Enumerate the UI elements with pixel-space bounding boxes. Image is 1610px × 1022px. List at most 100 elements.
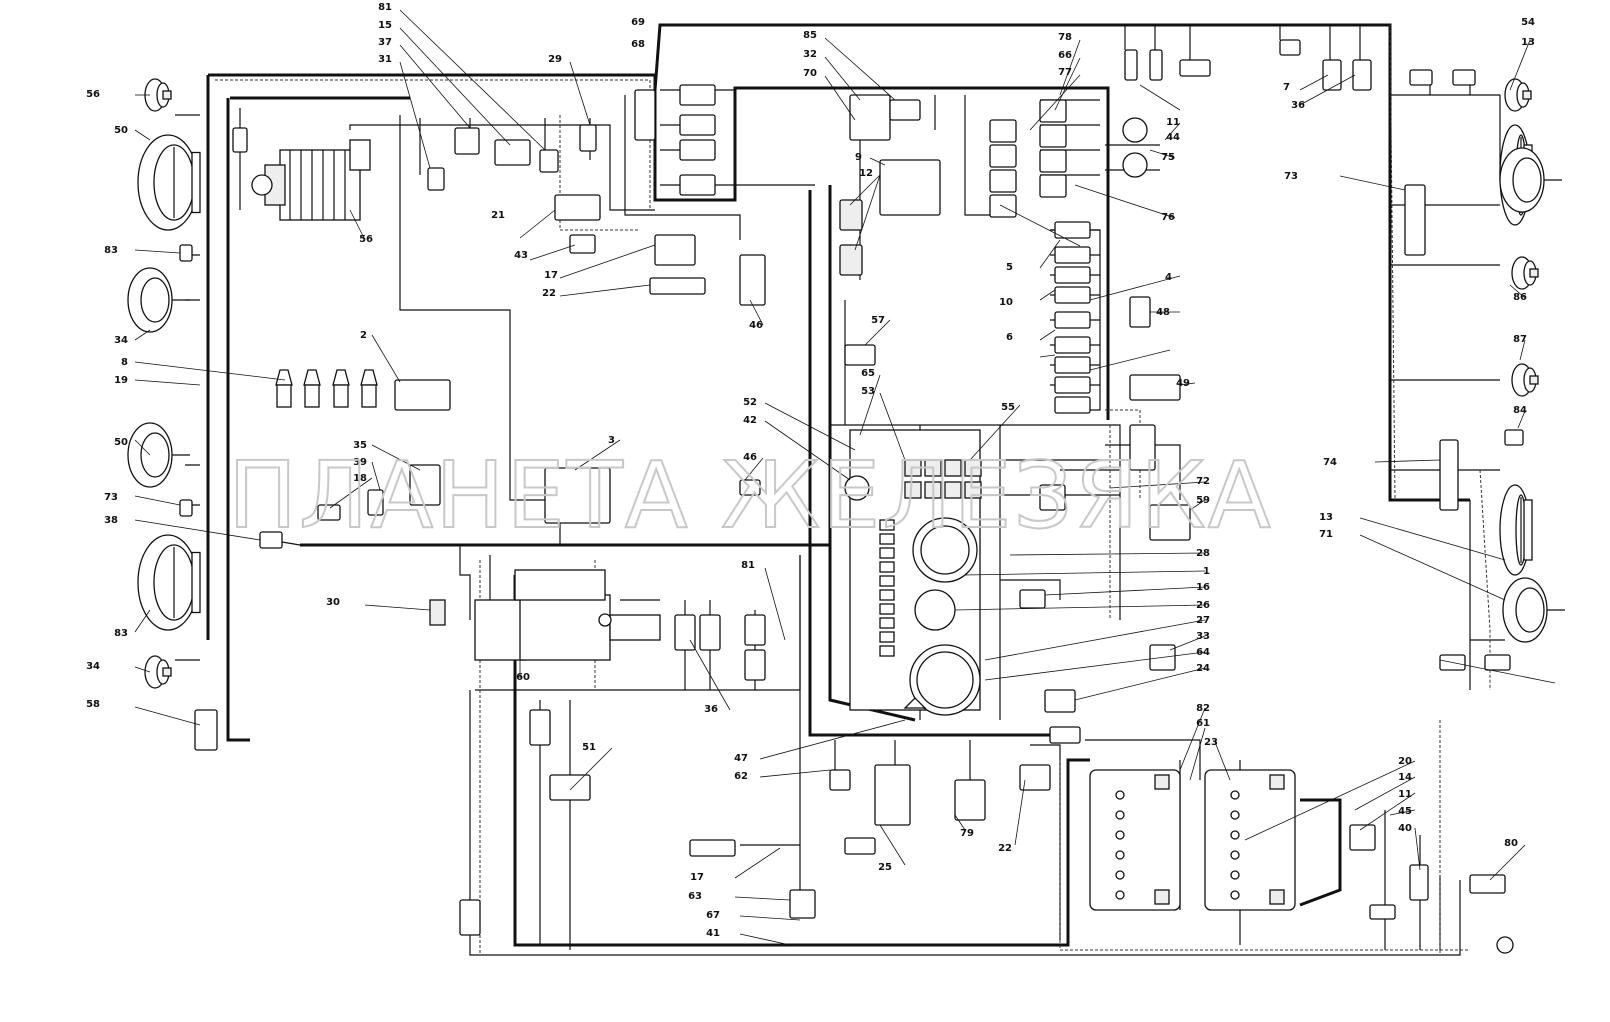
callout-label: 35 xyxy=(353,440,367,451)
wire-1 xyxy=(399,115,555,501)
callout-label: 85 xyxy=(803,30,817,41)
leader-4 xyxy=(569,61,591,126)
leader-7 xyxy=(824,75,856,121)
leader-63 xyxy=(1189,727,1206,781)
leader-3 xyxy=(399,61,431,169)
leader-44 xyxy=(1179,382,1196,386)
alternator-58 xyxy=(251,139,371,221)
leader-79 xyxy=(569,747,613,791)
leader-16 xyxy=(134,129,151,141)
leader-76 xyxy=(1439,659,1556,684)
leader-94 xyxy=(1489,844,1526,881)
callout-label: 87 xyxy=(1513,334,1527,345)
leader-74 xyxy=(1359,517,1506,561)
callout-label: 17 xyxy=(544,270,558,281)
callout-label: 58 xyxy=(86,699,100,710)
switch-72 xyxy=(1039,484,1066,511)
callout-label: 7 xyxy=(1283,82,1290,93)
sensor-81-a xyxy=(744,614,766,646)
sensor-45 xyxy=(1409,864,1429,901)
callout-label: 70 xyxy=(803,68,817,79)
connector-rear-a xyxy=(1409,69,1433,86)
leader-91 xyxy=(1359,792,1416,831)
callout-label: 17 xyxy=(690,872,704,883)
leader-14 xyxy=(1509,39,1531,91)
callout-label: 53 xyxy=(861,386,875,397)
switch-57 xyxy=(844,344,876,366)
wire-2 xyxy=(349,124,655,211)
callout-label: 43 xyxy=(514,250,528,261)
leader-95 xyxy=(134,706,201,726)
sensor-29 xyxy=(579,124,597,152)
callout-label: 13 xyxy=(1319,512,1333,523)
marker-lamp-56-bottom xyxy=(144,655,172,689)
sensor-7 xyxy=(1279,39,1301,56)
fog-lamp-34-top xyxy=(127,267,190,333)
leader-69 xyxy=(1339,175,1406,191)
marker-lamp-86 xyxy=(1511,256,1539,290)
callout-label: 82 xyxy=(1196,703,1210,714)
leader-27 xyxy=(364,604,431,611)
sensor-81-b xyxy=(744,649,766,681)
leader-87 xyxy=(739,915,801,921)
switch-43 xyxy=(569,234,596,254)
callout-label: 24 xyxy=(1196,663,1210,674)
callout-label: 36 xyxy=(1291,100,1305,111)
relay-3 xyxy=(1039,124,1067,148)
leader-0 xyxy=(399,9,546,151)
callout-label: 23 xyxy=(1204,737,1218,748)
callout-label: 76 xyxy=(1161,212,1175,223)
components xyxy=(127,39,1565,954)
connector-alternator xyxy=(232,127,248,153)
headlamp-right-bottom xyxy=(1499,484,1533,576)
leader-73 xyxy=(1374,459,1441,463)
callout-label: 34 xyxy=(86,661,100,672)
rear-lamp-right xyxy=(1502,577,1565,643)
relay-79 xyxy=(1019,764,1051,791)
leader-55 xyxy=(964,570,1206,576)
wire-24 xyxy=(1000,579,1061,600)
sensor-18 xyxy=(367,489,384,516)
glow-plug-2 xyxy=(332,369,350,408)
callout-label: 64 xyxy=(1196,647,1210,658)
wire-17 xyxy=(1469,500,1505,690)
leader-34 xyxy=(869,157,886,166)
wire-16 xyxy=(1390,75,1500,471)
connector-rear-b xyxy=(1452,69,1476,86)
callout-label: 83 xyxy=(104,245,118,256)
leader-52 xyxy=(1109,481,1206,489)
wire-6 xyxy=(700,89,815,186)
leader-17 xyxy=(134,249,181,254)
callout-label: 73 xyxy=(1284,171,1298,182)
harness-trunk-3 xyxy=(226,98,250,742)
callout-label: 3 xyxy=(608,435,615,446)
connector-16 xyxy=(1019,589,1046,609)
socket-75-a xyxy=(1122,117,1148,143)
relay-2 xyxy=(394,379,451,411)
callout-label: 31 xyxy=(378,54,392,65)
callout-label: 5 xyxy=(1006,262,1013,273)
callout-label: 25 xyxy=(878,862,892,873)
callout-label: 55 xyxy=(1001,402,1015,413)
callout-label: 65 xyxy=(861,368,875,379)
leader-60 xyxy=(984,651,1206,681)
callout-label: 59 xyxy=(1196,495,1210,506)
callout-label: 56 xyxy=(86,89,100,100)
leader-36 xyxy=(854,174,881,251)
leader-40 xyxy=(1039,354,1056,358)
relay-49 xyxy=(1129,374,1181,401)
fuse-8 xyxy=(1054,396,1091,414)
leader-98 xyxy=(134,439,151,456)
callout-label: 71 xyxy=(1319,529,1333,540)
switch-24 xyxy=(1044,689,1076,713)
harness-trunk-5 xyxy=(513,575,1090,947)
callout-label: 69 xyxy=(631,17,645,28)
leader-54 xyxy=(1009,552,1206,556)
callout-label: 20 xyxy=(1398,756,1412,767)
leader-59 xyxy=(1169,635,1206,651)
leader-45 xyxy=(864,319,891,346)
callout-label: 72 xyxy=(1196,476,1210,487)
leader-9 xyxy=(1054,57,1081,111)
relay-2 xyxy=(989,144,1017,168)
